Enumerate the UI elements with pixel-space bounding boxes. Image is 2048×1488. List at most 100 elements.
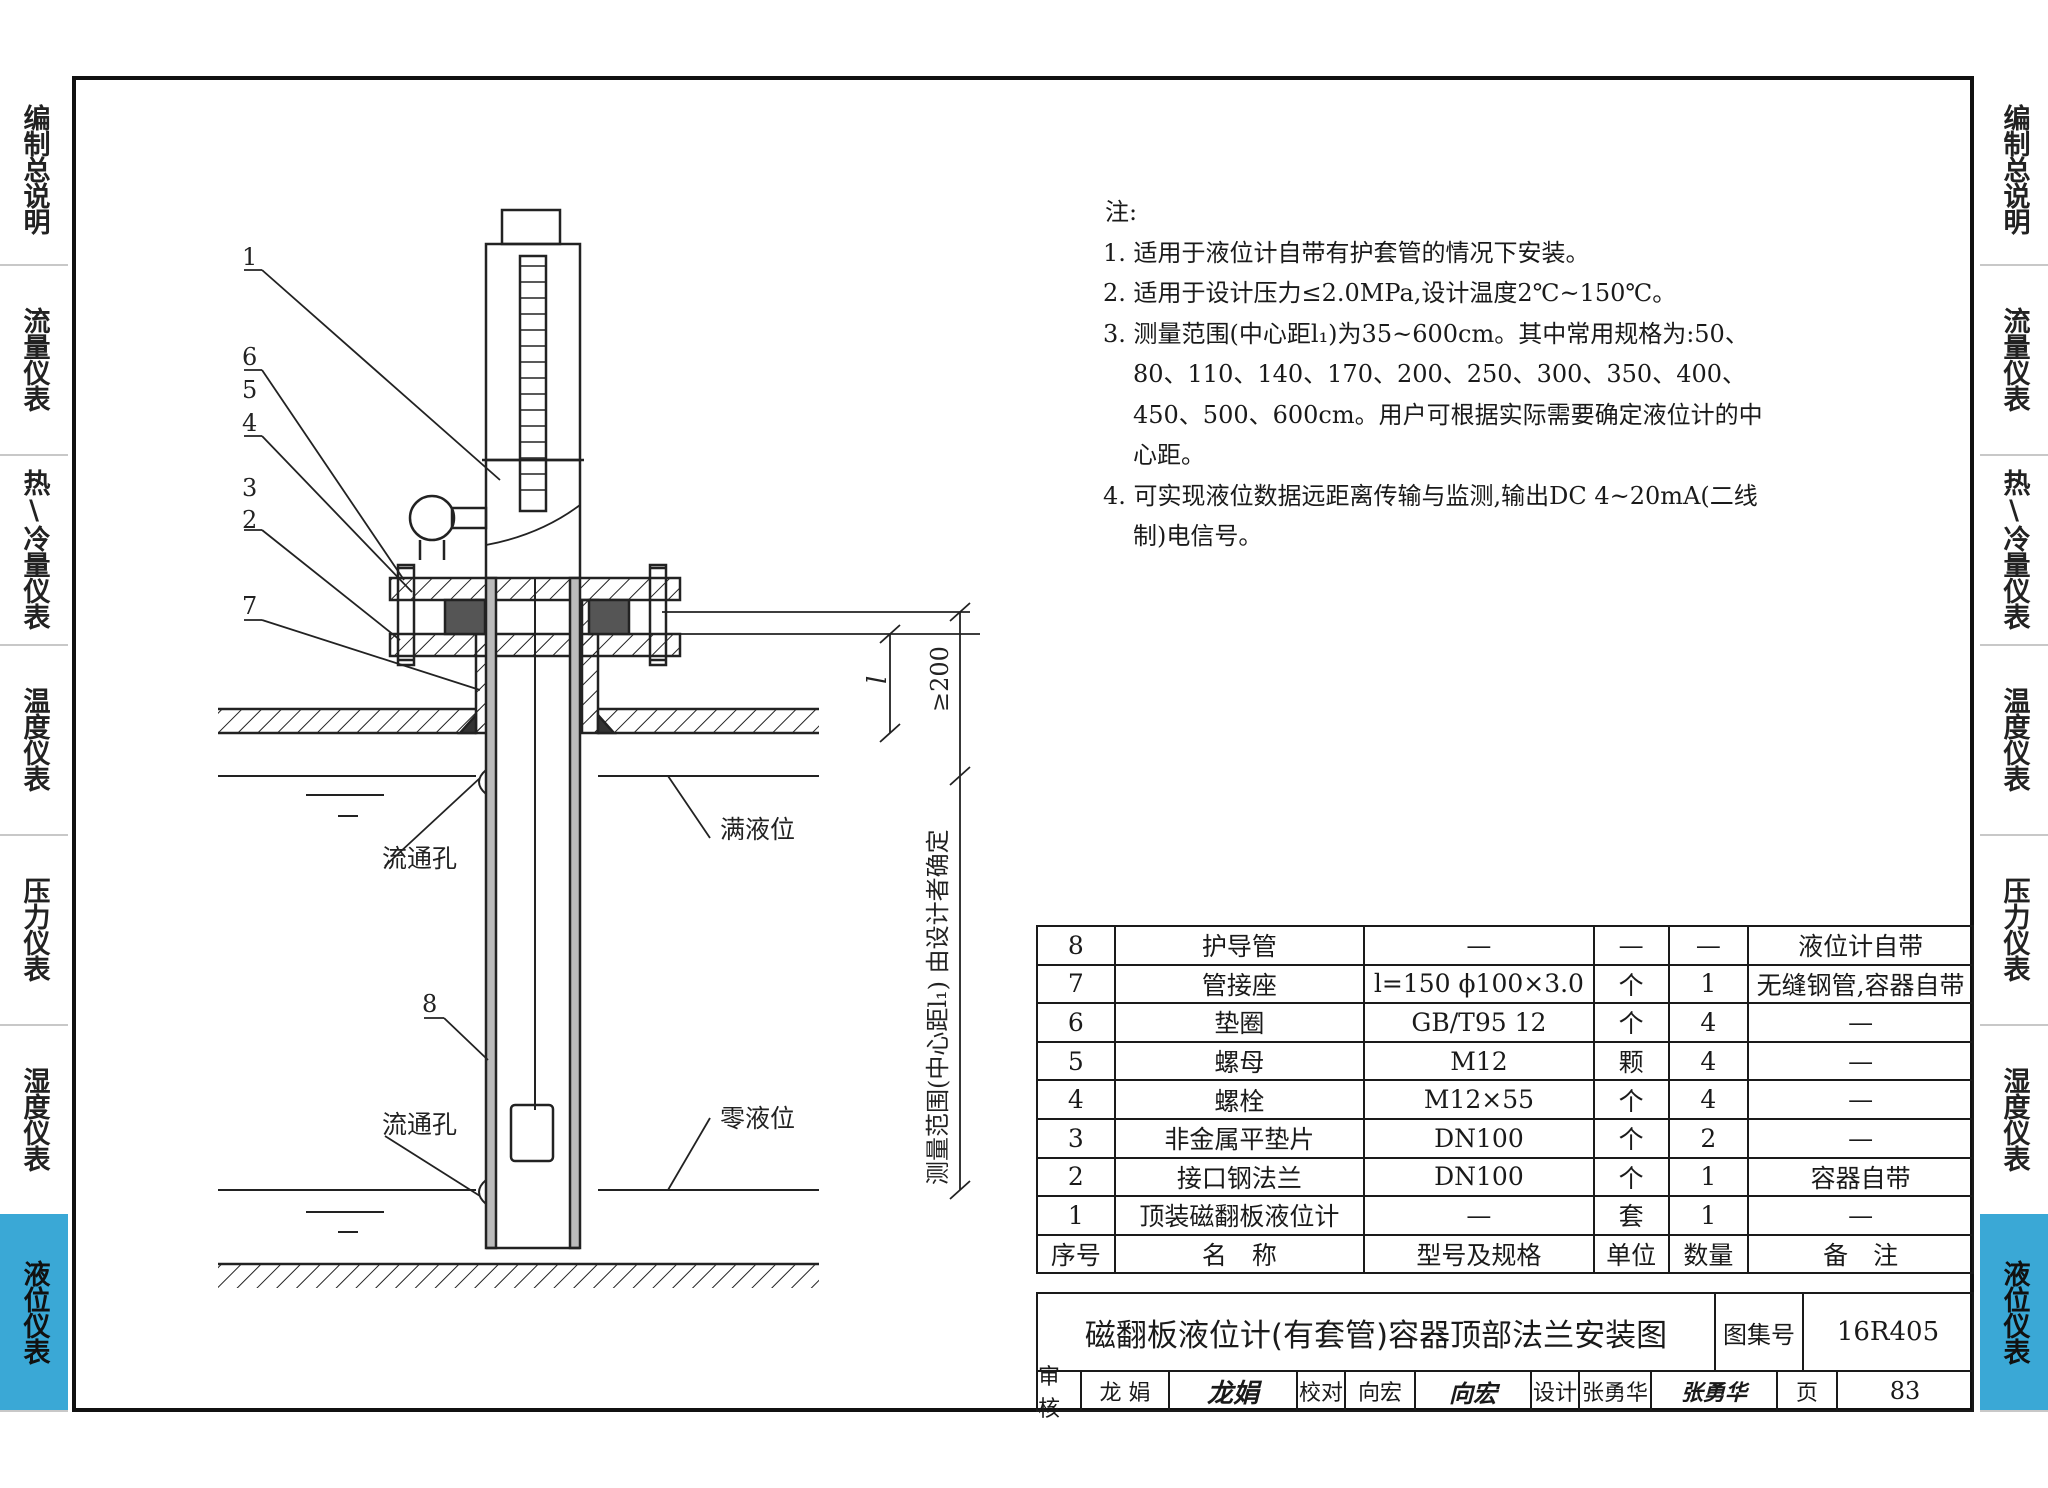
checker-signature: 向宏	[1414, 1370, 1532, 1412]
leader-lines	[244, 269, 711, 1197]
row-qty: 1	[1667, 963, 1750, 1005]
row-unit: 个	[1592, 1117, 1670, 1159]
dim-200-label: ≥200	[926, 646, 954, 712]
row-no: 7	[1036, 963, 1116, 1005]
row-spec: GB/T95 12	[1363, 1002, 1595, 1043]
dimension-lines	[660, 602, 980, 1200]
side-tab-heat-right[interactable]: 热\冷量仪表	[1980, 454, 2048, 646]
zero-level-label: 零液位	[720, 1104, 795, 1133]
row-no: 6	[1036, 1002, 1116, 1043]
row-name: 护导管	[1113, 925, 1366, 966]
row-qty: 4	[1667, 1079, 1750, 1120]
side-tab-heat[interactable]: 热\冷量仪表	[0, 454, 68, 646]
row-note: —	[1747, 1002, 1974, 1043]
row-spec: M12	[1363, 1040, 1595, 1082]
callout-6: 6	[242, 343, 257, 371]
notes-block: 注: 1. 适用于液位计自带有护套管的情况下安装。 2. 适用于设计压力≤2.0…	[1103, 192, 1773, 557]
header-qty: 数量	[1667, 1233, 1750, 1275]
designer-signature: 张勇华	[1650, 1370, 1778, 1412]
row-qty: —	[1667, 925, 1750, 966]
row-unit: 颗	[1592, 1040, 1670, 1082]
row-unit: 套	[1592, 1195, 1670, 1236]
header-unit: 单位	[1592, 1233, 1670, 1275]
side-tab-level[interactable]: 液位仪表	[0, 1214, 68, 1412]
side-tab-flow[interactable]: 流量仪表	[0, 264, 68, 456]
note-item: 4. 可实现液位数据远距离传输与监测,输出DC 4~20mA(二线制)电信号。	[1103, 481, 1758, 551]
header-name: 名 称	[1113, 1233, 1366, 1275]
side-tab-general[interactable]: 编制总说明	[0, 74, 68, 266]
reviewer-name: 龙 娟	[1080, 1370, 1170, 1412]
row-unit: 个	[1592, 1156, 1670, 1198]
callout-4: 4	[242, 409, 257, 437]
row-name: 接口钢法兰	[1113, 1156, 1366, 1198]
row-unit: —	[1592, 925, 1670, 966]
full-level-label: 满液位	[720, 815, 795, 844]
row-note: —	[1747, 1040, 1974, 1082]
row-name: 螺母	[1113, 1040, 1366, 1082]
notes-title: 注:	[1105, 198, 1138, 226]
page-label: 页	[1776, 1370, 1838, 1412]
dim-l-label: l	[863, 676, 893, 684]
side-tab-general-right[interactable]: 编制总说明	[1980, 74, 2048, 266]
row-note: —	[1747, 1117, 1974, 1159]
row-name: 顶装磁翻板液位计	[1113, 1195, 1366, 1236]
flow-hole-lower-label: 流通孔	[382, 1110, 457, 1139]
reviewer-signature: 龙娟	[1168, 1370, 1298, 1412]
row-unit: 个	[1592, 1079, 1670, 1120]
side-tab-level-right[interactable]: 液位仪表	[1980, 1214, 2048, 1412]
drawing-frame	[72, 76, 1974, 1412]
row-qty: 2	[1667, 1117, 1750, 1159]
note-item: 1. 适用于液位计自带有护套管的情况下安装。	[1103, 238, 1590, 267]
review-label: 审核	[1036, 1365, 1082, 1422]
row-spec: M12×55	[1363, 1079, 1595, 1120]
side-tab-temperature[interactable]: 温度仪表	[0, 644, 68, 836]
row-qty: 1	[1667, 1195, 1750, 1236]
note-item: 3. 测量范围(中心距l₁)为35~600cm。其中常用规格为:50、80、11…	[1103, 319, 1763, 470]
callout-3: 3	[242, 474, 257, 502]
row-qty: 1	[1667, 1156, 1750, 1198]
drawing-title: 磁翻板液位计(有套管)容器顶部法兰安装图	[1036, 1292, 1716, 1372]
row-no: 1	[1036, 1195, 1116, 1236]
side-tab-temperature-right[interactable]: 温度仪表	[1980, 644, 2048, 836]
side-tab-pressure-right[interactable]: 压力仪表	[1980, 834, 2048, 1026]
row-note: —	[1747, 1195, 1974, 1236]
page-number: 83	[1836, 1370, 1974, 1412]
header-no: 序号	[1036, 1233, 1116, 1275]
header-note: 备 注	[1747, 1233, 1974, 1275]
side-tab-pressure[interactable]: 压力仪表	[0, 834, 68, 1026]
row-no: 8	[1036, 925, 1116, 966]
row-no: 2	[1036, 1156, 1116, 1198]
row-name: 螺栓	[1113, 1079, 1366, 1120]
row-note: 无缝钢管,容器自带	[1747, 963, 1974, 1005]
atlas-number: 16R405	[1802, 1292, 1974, 1372]
row-spec: —	[1363, 925, 1595, 966]
row-qty: 4	[1667, 1040, 1750, 1082]
measure-range-label: 测量范围(中心距l₁) 由设计者确定	[924, 829, 952, 1185]
row-spec: l=150 ϕ100×3.0	[1363, 963, 1595, 1005]
title-block: 磁翻板液位计(有套管)容器顶部法兰安装图 图集号 16R405 审核 龙 娟 龙…	[1036, 1292, 1974, 1422]
row-spec: DN100	[1363, 1156, 1595, 1198]
row-spec: DN100	[1363, 1117, 1595, 1159]
checker-name: 向宏	[1344, 1370, 1416, 1412]
row-unit: 个	[1592, 963, 1670, 1005]
vessel-top-wall	[218, 707, 819, 735]
row-no: 3	[1036, 1117, 1116, 1159]
guide-pipe	[478, 576, 582, 1250]
row-no: 4	[1036, 1079, 1116, 1120]
liquid-level-lines	[218, 775, 819, 1233]
row-note: 液位计自带	[1747, 925, 1974, 966]
row-note: —	[1747, 1079, 1974, 1120]
designer-name: 张勇华	[1578, 1370, 1652, 1412]
side-tab-flow-right[interactable]: 流量仪表	[1980, 264, 2048, 456]
right-side-nav: 编制总说明 流量仪表 热\冷量仪表 温度仪表 压力仪表 湿度仪表 液位仪表	[1980, 74, 2048, 1414]
callout-2: 2	[242, 506, 257, 534]
